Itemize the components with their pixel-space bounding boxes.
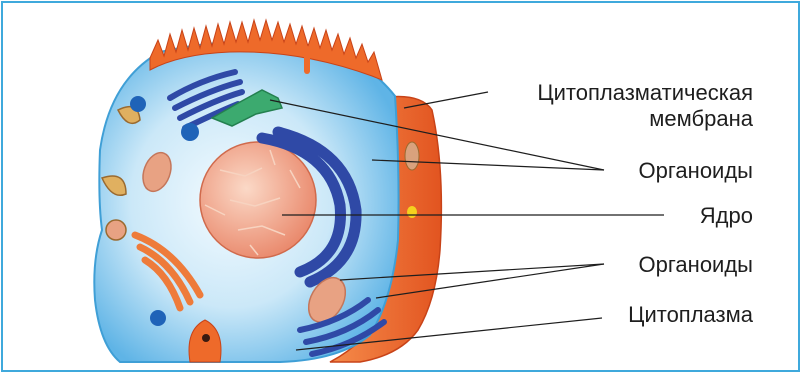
vesicle-dark	[202, 334, 210, 342]
lysosome	[150, 310, 166, 326]
wall-inclusion	[407, 206, 417, 218]
label-cytoplasm: Цитоплазма	[628, 302, 753, 328]
label-membrane-line2: мембрана	[649, 106, 753, 132]
label-organoids-top: Органоиды	[639, 158, 753, 184]
wall-vacuole	[405, 142, 419, 170]
vesicle	[106, 220, 126, 240]
microvillus	[304, 46, 310, 74]
lysosome	[130, 96, 146, 112]
label-membrane-line1: Цитоплазматическая	[537, 80, 753, 106]
label-organoids-bottom: Органоиды	[639, 252, 753, 278]
nucleus	[200, 142, 316, 258]
label-nucleus: Ядро	[700, 203, 753, 229]
lysosome	[181, 123, 199, 141]
